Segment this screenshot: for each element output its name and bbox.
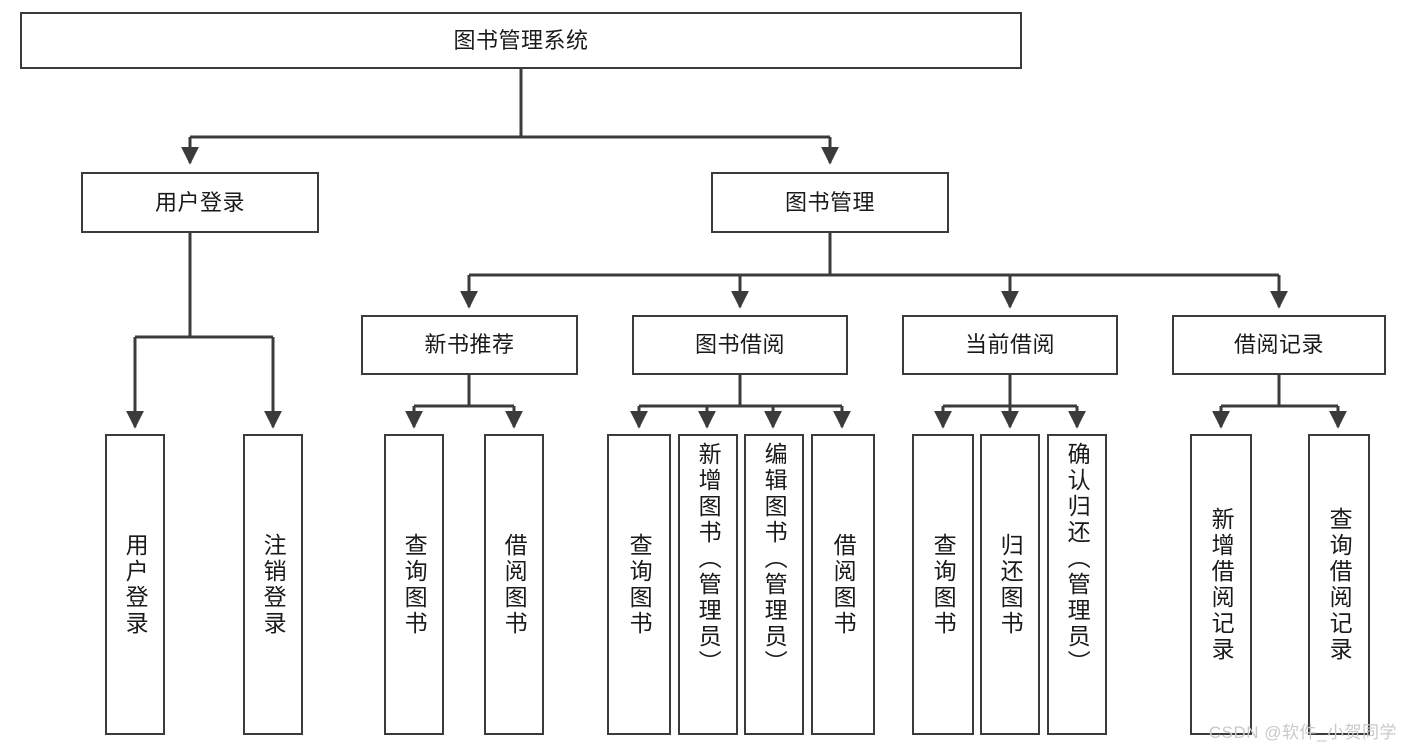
- node-label: 新书推荐: [424, 332, 515, 358]
- node-leaf-logout[interactable]: 注销登录: [243, 434, 303, 735]
- node-label: 图书管理系统: [453, 27, 589, 53]
- node-leaf-borrow-book-1[interactable]: 借阅图书: [484, 434, 544, 735]
- node-label: 用户登录: [154, 189, 245, 215]
- node-label: 确认归还（管理员）: [1064, 442, 1091, 676]
- node-borrow-record[interactable]: 借阅记录: [1172, 315, 1386, 375]
- node-leaf-query-borrow-record[interactable]: 查询借阅记录: [1308, 434, 1370, 735]
- node-leaf-query-book-3[interactable]: 查询图书: [912, 434, 974, 735]
- node-label: 编辑图书（管理员）: [761, 442, 788, 676]
- node-label: 查询图书: [930, 532, 957, 637]
- node-label: 借阅图书: [501, 532, 528, 637]
- node-label: 查询借阅记录: [1326, 506, 1353, 663]
- node-label: 用户登录: [122, 532, 149, 637]
- node-leaf-return-book[interactable]: 归还图书: [980, 434, 1040, 735]
- node-book-borrow[interactable]: 图书借阅: [632, 315, 848, 375]
- node-leaf-query-book-2[interactable]: 查询图书: [607, 434, 671, 735]
- node-label: 图书借阅: [694, 332, 785, 358]
- node-leaf-add-borrow-record[interactable]: 新增借阅记录: [1190, 434, 1252, 735]
- node-leaf-add-book-admin[interactable]: 新增图书（管理员）: [678, 434, 738, 735]
- node-label: 新增借阅记录: [1208, 506, 1235, 663]
- node-label: 借阅记录: [1233, 332, 1324, 358]
- node-book-management[interactable]: 图书管理: [711, 172, 949, 233]
- node-new-book-recommend[interactable]: 新书推荐: [361, 315, 578, 375]
- node-label: 注销登录: [260, 532, 287, 637]
- node-label: 新增图书（管理员）: [695, 442, 722, 676]
- node-label: 借阅图书: [830, 532, 857, 637]
- csdn-watermark: CSDN @软件_小贺同学: [1208, 723, 1397, 742]
- node-leaf-query-book-1[interactable]: 查询图书: [384, 434, 444, 735]
- node-label: 查询图书: [626, 532, 653, 637]
- node-current-borrow[interactable]: 当前借阅: [902, 315, 1118, 375]
- node-leaf-edit-book-admin[interactable]: 编辑图书（管理员）: [744, 434, 804, 735]
- node-root[interactable]: 图书管理系统: [20, 12, 1022, 69]
- node-leaf-borrow-book-2[interactable]: 借阅图书: [811, 434, 875, 735]
- node-label: 归还图书: [997, 532, 1024, 637]
- node-label: 图书管理: [784, 189, 875, 215]
- node-label: 当前借阅: [964, 332, 1055, 358]
- node-user-login[interactable]: 用户登录: [81, 172, 319, 233]
- node-leaf-confirm-return-admin[interactable]: 确认归还（管理员）: [1047, 434, 1107, 735]
- node-leaf-user-login[interactable]: 用户登录: [105, 434, 165, 735]
- node-label: 查询图书: [401, 532, 428, 637]
